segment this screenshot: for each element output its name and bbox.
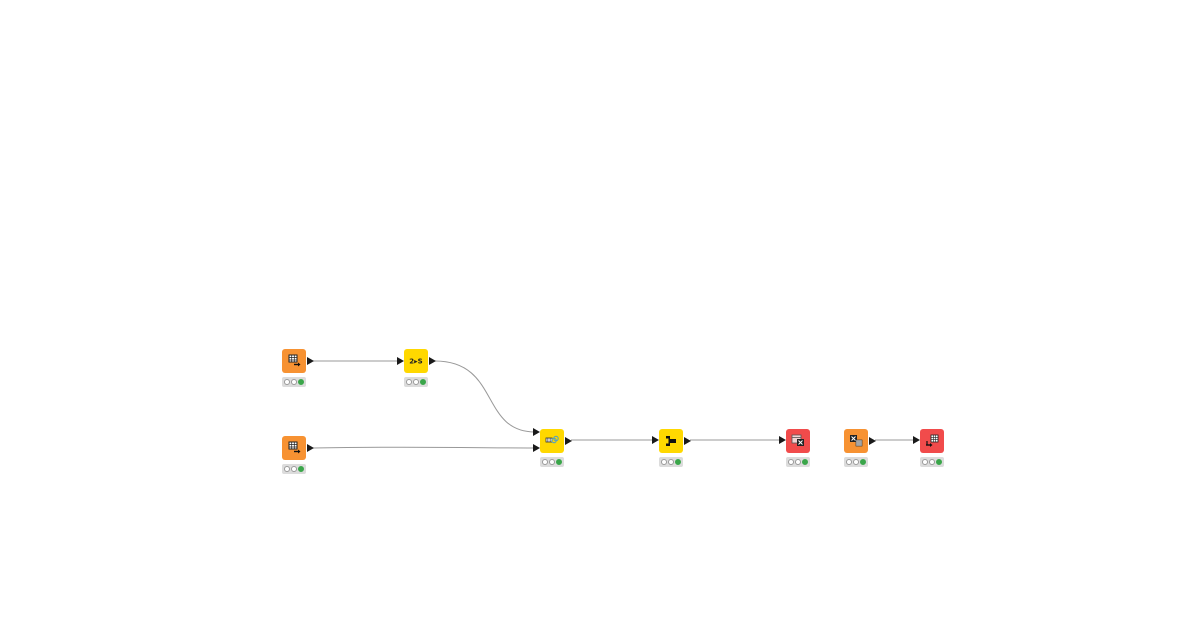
node-status-traffic-light (404, 377, 428, 387)
excel-writer-icon (791, 434, 804, 446)
table-reader-icon (288, 441, 301, 454)
output-port[interactable] (869, 437, 876, 445)
number-to-string-icon: 2▸S (409, 358, 422, 366)
status-light-red (284, 466, 290, 472)
status-light-red (406, 379, 412, 385)
node-status-traffic-light (282, 377, 306, 387)
status-light-green (936, 459, 942, 465)
node-number-to-string[interactable]: 2▸S (404, 349, 428, 373)
table-reader-icon (288, 354, 301, 367)
output-port[interactable] (429, 357, 436, 365)
output-port[interactable] (684, 437, 691, 445)
status-light-red (542, 459, 548, 465)
status-light-green (675, 459, 681, 465)
status-light-red (846, 459, 852, 465)
input-port[interactable] (652, 436, 659, 444)
table-writer-icon (926, 434, 939, 447)
status-light-red (922, 459, 928, 465)
status-light-yellow (413, 379, 419, 385)
node-table-writer[interactable] (920, 429, 944, 453)
status-light-yellow (291, 379, 297, 385)
status-light-green (420, 379, 426, 385)
node-excel-writer[interactable] (786, 429, 810, 453)
node-status-traffic-light (659, 457, 683, 467)
status-light-green (860, 459, 866, 465)
input-port[interactable] (397, 357, 404, 365)
joiner-icon (545, 435, 559, 444)
status-light-red (661, 459, 667, 465)
node-table-reader[interactable] (282, 436, 306, 460)
status-light-red (284, 379, 290, 385)
output-port[interactable] (565, 437, 572, 445)
connection-n2-n4[interactable] (434, 360, 536, 433)
status-light-red (788, 459, 794, 465)
input-port[interactable] (533, 428, 540, 436)
connection-n3-n4[interactable] (312, 446, 536, 449)
input-port[interactable] (913, 436, 920, 444)
status-light-yellow (668, 459, 674, 465)
node-status-traffic-light (920, 457, 944, 467)
output-port[interactable] (307, 357, 314, 365)
status-light-green (298, 466, 304, 472)
status-light-green (802, 459, 808, 465)
input-port[interactable] (533, 444, 540, 452)
node-joiner[interactable] (540, 429, 564, 453)
node-status-traffic-light (540, 457, 564, 467)
node-status-traffic-light (844, 457, 868, 467)
status-light-green (298, 379, 304, 385)
excel-reader-icon (850, 435, 863, 447)
node-table-reader[interactable] (282, 349, 306, 373)
status-light-yellow (549, 459, 555, 465)
input-port[interactable] (779, 436, 786, 444)
status-light-green (556, 459, 562, 465)
column-filter-icon (666, 436, 676, 446)
status-light-yellow (795, 459, 801, 465)
status-light-yellow (853, 459, 859, 465)
node-status-traffic-light (282, 464, 306, 474)
node-excel-reader[interactable] (844, 429, 868, 453)
svg-text:2▸S: 2▸S (409, 358, 422, 366)
status-light-yellow (929, 459, 935, 465)
status-light-yellow (291, 466, 297, 472)
node-status-traffic-light (786, 457, 810, 467)
output-port[interactable] (307, 444, 314, 452)
node-column-filter[interactable] (659, 429, 683, 453)
